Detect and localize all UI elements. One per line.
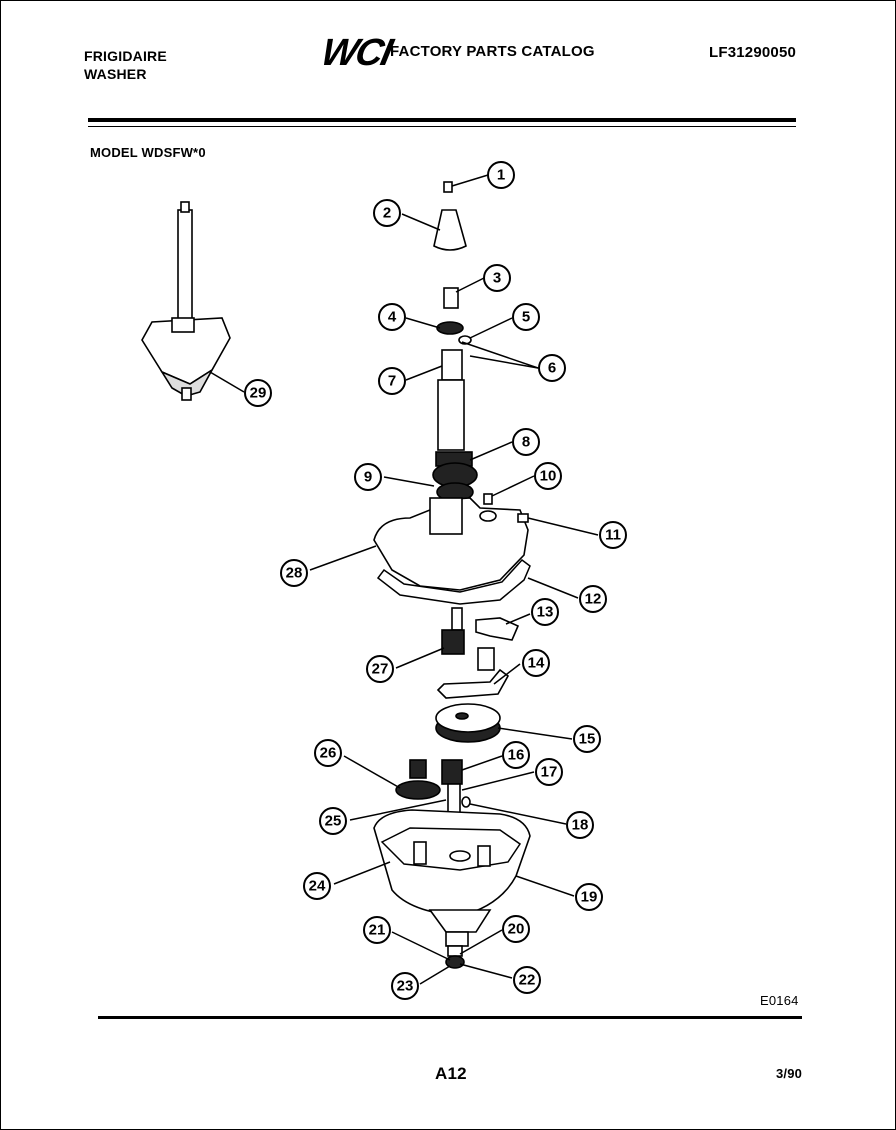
svg-text:26: 26: [320, 745, 337, 762]
svg-text:3: 3: [493, 270, 501, 287]
svg-text:9: 9: [364, 469, 372, 486]
svg-text:14: 14: [528, 655, 545, 672]
svg-text:13: 13: [537, 604, 554, 621]
callout-21: 21: [363, 916, 391, 944]
callout-24: 24: [303, 872, 331, 900]
svg-text:7: 7: [388, 373, 396, 390]
callout-29: 29: [244, 379, 272, 407]
svg-text:29: 29: [250, 385, 267, 402]
brand-line-2: WASHER: [84, 66, 147, 82]
brand-line-1: FRIGIDAIRE: [84, 48, 167, 64]
page-number: A12: [435, 1064, 467, 1083]
callout-28: 28: [280, 559, 308, 587]
callout-9: 9: [354, 463, 382, 491]
model-label: MODEL WDSFW*0: [90, 145, 206, 160]
svg-text:28: 28: [286, 565, 303, 582]
footer-rule: [98, 1016, 802, 1019]
callout-26: 26: [314, 739, 342, 767]
leader-lines: [209, 174, 599, 985]
callout-5: 5: [512, 303, 540, 331]
callout-7: 7: [378, 367, 406, 395]
parts-20-23-drawing: [445, 945, 465, 969]
callout-12: 12: [579, 585, 607, 613]
callout-19: 19: [575, 883, 603, 911]
callout-8: 8: [512, 428, 540, 456]
shaft-stack-drawing: [432, 287, 478, 502]
part-12-gasket-drawing: [376, 558, 531, 605]
svg-text:20: 20: [508, 921, 525, 938]
callout-2: 2: [373, 199, 401, 227]
svg-text:10: 10: [540, 468, 557, 485]
svg-text:5: 5: [522, 309, 530, 326]
svg-text:15: 15: [579, 731, 596, 748]
parts-13-14-27-drawing: [436, 607, 520, 699]
callout-17: 17: [535, 758, 563, 786]
callout-23: 23: [391, 972, 419, 1000]
catalog-number: LF31290050: [709, 44, 797, 61]
svg-text:16: 16: [508, 747, 525, 764]
svg-text:23: 23: [397, 978, 414, 995]
catalog-title: FACTORY PARTS CATALOG: [390, 43, 595, 60]
callout-18: 18: [566, 811, 594, 839]
svg-text:12: 12: [585, 591, 602, 608]
part-19-case-drawing: [373, 809, 531, 947]
callout-10: 10: [534, 462, 562, 490]
svg-text:1: 1: [497, 167, 505, 184]
svg-text:2: 2: [383, 205, 391, 222]
callout-14: 14: [522, 649, 550, 677]
part-1-2-drawing: [433, 181, 467, 251]
callout-16: 16: [502, 741, 530, 769]
svg-text:19: 19: [581, 889, 598, 906]
svg-text:17: 17: [541, 764, 558, 781]
svg-text:21: 21: [369, 922, 386, 939]
callout-11: 11: [599, 521, 627, 549]
callout-25: 25: [319, 807, 347, 835]
svg-text:18: 18: [572, 817, 589, 834]
callout-15: 15: [573, 725, 601, 753]
svg-text:11: 11: [605, 527, 621, 544]
part-15-gear-drawing: [435, 703, 501, 743]
svg-text:4: 4: [388, 309, 397, 326]
callout-4: 4: [378, 303, 406, 331]
revision-date: 3/90: [776, 1066, 803, 1081]
callout-27: 27: [366, 655, 394, 683]
callout-3: 3: [483, 264, 511, 292]
callout-20: 20: [502, 915, 530, 943]
part-29-drawing: [141, 201, 231, 401]
svg-text:6: 6: [548, 360, 556, 377]
callout-13: 13: [531, 598, 559, 626]
svg-text:27: 27: [372, 661, 389, 678]
svg-text:25: 25: [325, 813, 342, 830]
svg-text:22: 22: [519, 972, 536, 989]
svg-text:8: 8: [522, 434, 530, 451]
header-rule-thick: [88, 118, 796, 122]
callout-1: 1: [487, 161, 515, 189]
svg-text:24: 24: [309, 878, 326, 895]
part-28-cover-drawing: [373, 493, 529, 591]
callout-6: 6: [538, 354, 566, 382]
diagram-reference-code: E0164: [760, 993, 799, 1008]
callout-22: 22: [513, 966, 541, 994]
header-rule-thin: [88, 126, 796, 127]
